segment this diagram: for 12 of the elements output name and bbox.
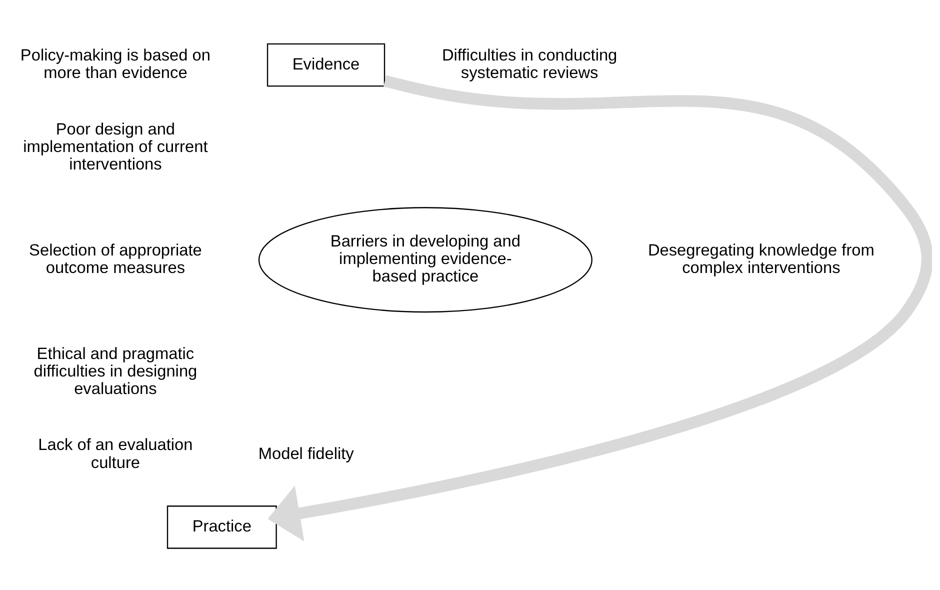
label: Policy-making is based on more than evidence: [20, 46, 210, 82]
label: Lack of an evaluation culture: [38, 436, 192, 472]
label: Desegregating knowledge from complex interventions: [647, 240, 874, 276]
node-box: Practice: [166, 505, 276, 548]
label: Ethical and pragmatic difficulties in designing evaluations: [33, 344, 197, 398]
label: Selection of appropriate outcome measures: [28, 240, 202, 276]
node-box: Evidence: [266, 42, 385, 86]
node-ellipse: Barriers in developing and implementing evidence-based practice: [258, 206, 592, 312]
label: Poor design and implementation of current interventions: [22, 120, 208, 173]
label: Difficulties in conducting systematic reviews: [441, 46, 617, 82]
arrow: [267, 74, 932, 541]
label: Model fidelity: [258, 444, 354, 462]
